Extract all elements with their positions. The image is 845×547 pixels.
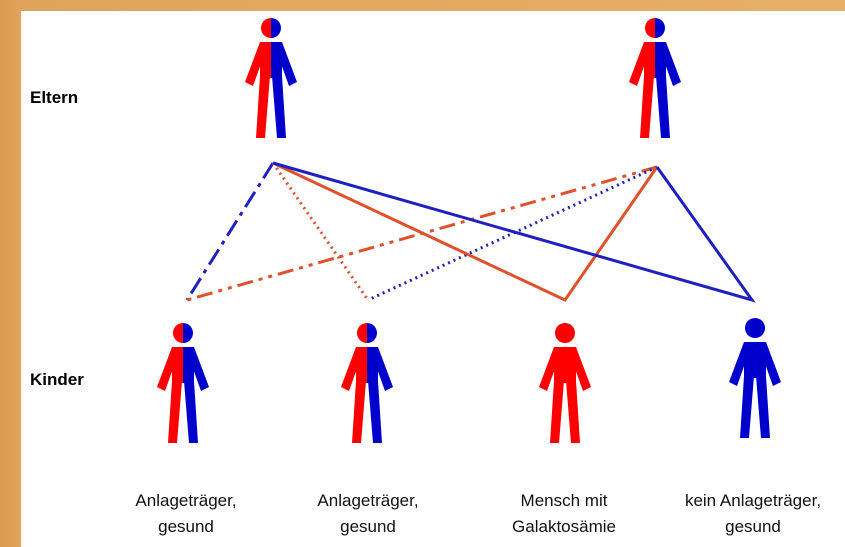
child-2-figure xyxy=(341,323,393,443)
child-2-caption-line1: Anlageträger, xyxy=(317,491,419,510)
line-parents-to-child4 xyxy=(272,161,756,303)
child-1-figure xyxy=(157,323,209,443)
child-1-caption: Anlageträger, gesund xyxy=(101,488,271,540)
child-3-caption: Mensch mit Galaktosämie xyxy=(479,488,649,540)
child-3-figure xyxy=(539,323,591,443)
parent-right-figure xyxy=(629,18,681,138)
child-3-caption-line2: Galaktosämie xyxy=(512,517,616,536)
parents-row-label: Eltern xyxy=(30,88,79,107)
child-1-caption-line2: gesund xyxy=(158,517,214,536)
child-4-caption-line2: gesund xyxy=(725,517,781,536)
line-right-parent-to-child2 xyxy=(367,165,658,302)
parent-left-figure xyxy=(245,18,297,138)
child-3-caption-line1: Mensch mit xyxy=(520,491,608,510)
child-4-caption-line1: kein Anlageträger, xyxy=(684,491,822,510)
line-parents-to-child3 xyxy=(272,161,659,302)
inheritance-lines xyxy=(185,161,756,303)
diagram-panel xyxy=(21,11,845,547)
child-4-figure xyxy=(729,318,781,438)
line-left-parent-to-child1 xyxy=(185,162,275,301)
child-2-caption: Anlageträger, gesund xyxy=(283,488,453,540)
children-row-label: Kinder xyxy=(30,370,84,389)
child-2-caption-line2: gesund xyxy=(340,517,396,536)
line-left-parent-to-child2 xyxy=(271,162,370,301)
child-1-caption-line1: Anlageträger, xyxy=(135,491,237,510)
child-4-caption: kein Anlageträger, gesund xyxy=(668,488,838,540)
